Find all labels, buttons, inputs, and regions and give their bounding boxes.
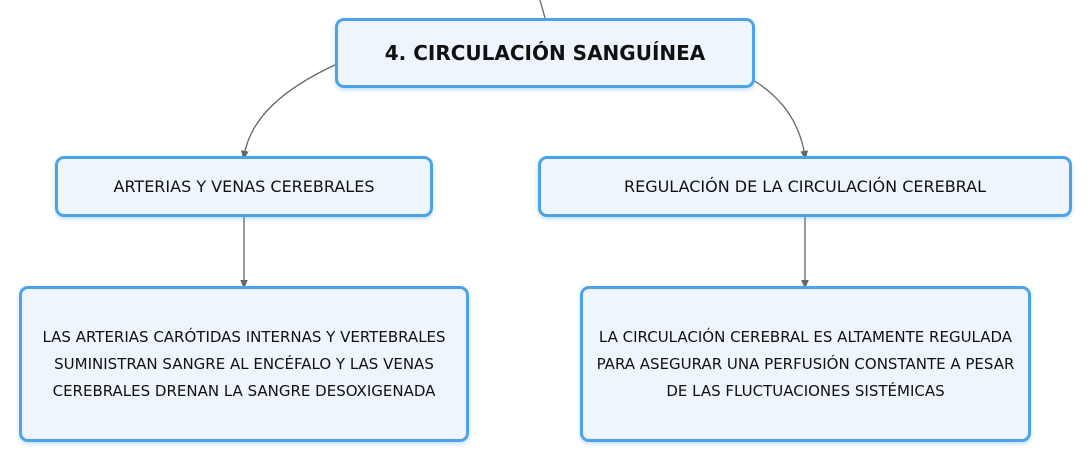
detail-node-arterias-venas[interactable]: LAS ARTERIAS CARÓTIDAS INTERNAS Y VERTEB…: [19, 286, 469, 442]
connector-root-to-left-branch: [241, 63, 338, 160]
topic-label-arterias-venas: ARTERIAS Y VENAS CEREBRALES: [113, 177, 375, 196]
topic-node-arterias-venas[interactable]: ARTERIAS Y VENAS CEREBRALES: [55, 156, 433, 217]
root-topic-label: 4. CIRCULACIÓN SANGUÍNEA: [384, 41, 706, 65]
root-topic-node[interactable]: 4. CIRCULACIÓN SANGUÍNEA: [335, 18, 755, 88]
topic-label-regulacion: REGULACIÓN DE LA CIRCULACIÓN CEREBRAL: [623, 177, 987, 196]
connector-root-to-right-branch: [752, 79, 809, 160]
topic-node-regulacion[interactable]: REGULACIÓN DE LA CIRCULACIÓN CEREBRAL: [538, 156, 1072, 217]
detail-node-regulacion[interactable]: LA CIRCULACIÓN CEREBRAL ES ALTAMENTE REG…: [580, 286, 1031, 442]
detail-text-arterias-venas: LAS ARTERIAS CARÓTIDAS INTERNAS Y VERTEB…: [42, 327, 446, 400]
detail-text-regulacion: LA CIRCULACIÓN CEREBRAL ES ALTAMENTE REG…: [596, 327, 1015, 400]
connector-parent-to-root: [539, 0, 546, 19]
